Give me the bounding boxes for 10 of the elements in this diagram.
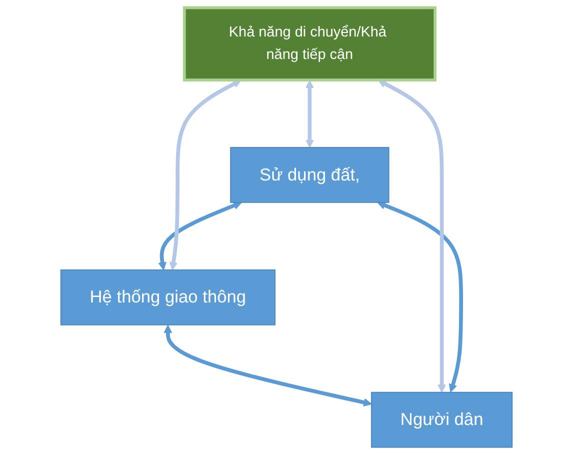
node-box: Khả năng di chuyển/Khả năng tiếp cận [182, 6, 436, 82]
arrow [378, 80, 446, 393]
arrow [377, 201, 464, 392]
arrow [169, 80, 242, 270]
node-box: Người dân [371, 392, 513, 448]
arrow [164, 324, 372, 407]
arrow [158, 202, 242, 270]
node-box: Hệ thống giao thông [60, 269, 276, 326]
node-box: Sử dụng đất, [230, 147, 390, 203]
arrow [305, 80, 314, 148]
